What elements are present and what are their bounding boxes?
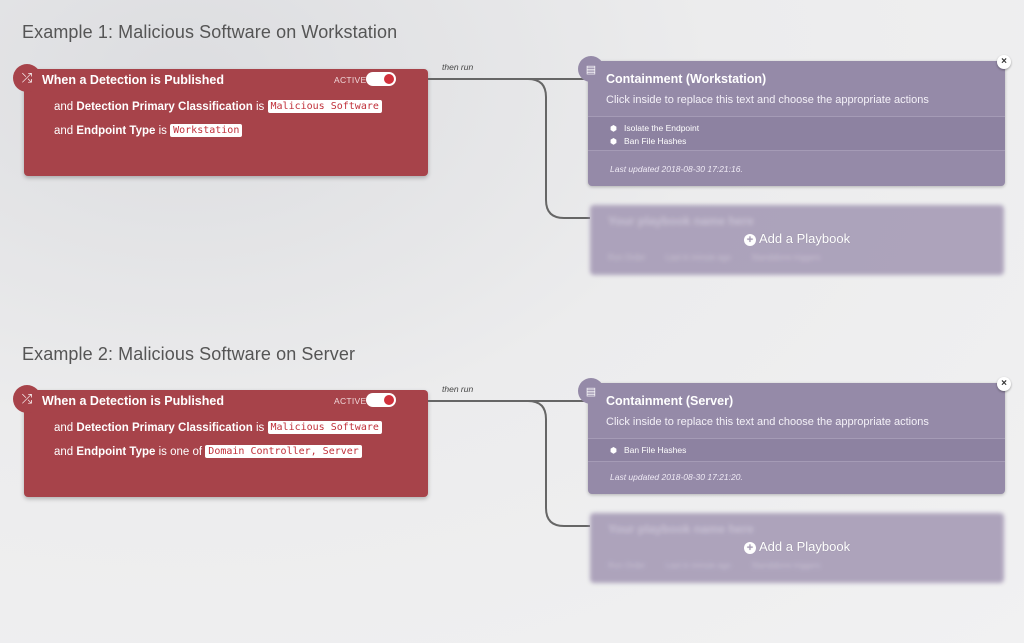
- add-playbook-label: Add a Playbook: [759, 231, 851, 246]
- action-item: ⬢Ban File Hashes: [610, 445, 687, 455]
- condition-operator: is: [256, 101, 265, 113]
- close-icon[interactable]: ×: [997, 55, 1011, 69]
- condition-prefix: and: [54, 125, 74, 137]
- condition-field: Endpoint Type: [76, 446, 156, 458]
- condition-row[interactable]: and Detection Primary Classification is …: [54, 421, 382, 434]
- condition-field: Endpoint Type: [76, 125, 156, 137]
- active-toggle[interactable]: [366, 393, 396, 407]
- add-playbook-button[interactable]: +Add a Playbook: [744, 539, 850, 554]
- close-icon[interactable]: ×: [997, 377, 1011, 391]
- then-run-label: then run: [442, 62, 474, 72]
- book-icon: ▤: [578, 56, 604, 82]
- shuffle-icon: ⤮: [13, 385, 41, 413]
- condition-row[interactable]: and Endpoint Type is Workstation: [54, 124, 243, 137]
- condition-value[interactable]: Malicious Software: [267, 100, 382, 113]
- cube-icon: ⬢: [610, 446, 617, 455]
- shuffle-icon: ⤮: [13, 64, 41, 92]
- condition-value[interactable]: Domain Controller, Server: [205, 445, 362, 458]
- toggle-knob: [384, 395, 394, 405]
- active-label: ACTIVE: [334, 75, 367, 85]
- playbook-description[interactable]: Click inside to replace this text and ch…: [606, 94, 929, 106]
- plus-icon: +: [744, 542, 756, 554]
- ghost-tags: Run Order Last in minute ago Standalone …: [608, 561, 821, 570]
- book-icon: ▤: [578, 378, 604, 404]
- example-1-title: Example 1: Malicious Software on Worksta…: [22, 22, 398, 42]
- condition-operator: is: [158, 125, 167, 137]
- add-playbook-label: Add a Playbook: [759, 539, 851, 554]
- last-updated: Last updated 2018-08-30 17:21:20.: [610, 472, 743, 482]
- condition-value[interactable]: Workstation: [170, 124, 243, 137]
- example-2-title: Example 2: Malicious Software on Server: [22, 344, 356, 364]
- add-playbook-button[interactable]: +Add a Playbook: [744, 231, 850, 246]
- trigger-card-2[interactable]: ⤮ When a Detection is Published ACTIVE a…: [13, 385, 428, 497]
- action-item: ⬢Ban File Hashes: [610, 136, 687, 146]
- condition-operator: is one of: [158, 446, 203, 458]
- condition-prefix: and: [54, 101, 74, 113]
- playbook-actions: ⬢Ban File Hashes: [588, 438, 1005, 462]
- ghost-tags: Run Order Last in minute ago Standalone …: [608, 253, 821, 262]
- condition-prefix: and: [54, 422, 74, 434]
- cube-icon: ⬢: [610, 137, 617, 146]
- condition-operator: is: [256, 422, 265, 434]
- plus-icon: +: [744, 234, 756, 246]
- ghost-playbook-card-1[interactable]: Your playbook name here Run Order Last i…: [590, 205, 1004, 275]
- condition-field: Detection Primary Classification: [76, 422, 253, 434]
- playbook-title: Containment (Server): [606, 394, 734, 408]
- action-item: ⬢Isolate the Endpoint: [610, 123, 700, 133]
- condition-field: Detection Primary Classification: [76, 101, 253, 113]
- active-label: ACTIVE: [334, 396, 367, 406]
- toggle-knob: [384, 74, 394, 84]
- condition-prefix: and: [54, 446, 74, 458]
- active-toggle[interactable]: [366, 72, 396, 86]
- playbook-title: Containment (Workstation): [606, 72, 767, 86]
- trigger-card-1[interactable]: ⤮ When a Detection is Published ACTIVE a…: [13, 64, 428, 176]
- playbook-card-2[interactable]: ▤ Containment (Server) Click inside to r…: [578, 377, 1011, 494]
- ghost-title: Your playbook name here: [608, 522, 754, 536]
- ghost-playbook-card-2[interactable]: Your playbook name here Run Order Last i…: [590, 513, 1004, 583]
- playbook-description[interactable]: Click inside to replace this text and ch…: [606, 416, 929, 428]
- trigger-title: When a Detection is Published: [42, 394, 224, 408]
- trigger-title: When a Detection is Published: [42, 73, 224, 87]
- playbook-actions: ⬢Isolate the Endpoint ⬢Ban File Hashes: [588, 116, 1005, 151]
- condition-row[interactable]: and Endpoint Type is one of Domain Contr…: [54, 445, 362, 458]
- last-updated: Last updated 2018-08-30 17:21:16.: [610, 164, 743, 174]
- cube-icon: ⬢: [610, 124, 617, 133]
- playbook-card-1[interactable]: ▤ Containment (Workstation) Click inside…: [578, 55, 1011, 186]
- condition-value[interactable]: Malicious Software: [267, 421, 382, 434]
- then-run-label: then run: [442, 384, 474, 394]
- condition-row[interactable]: and Detection Primary Classification is …: [54, 100, 382, 113]
- ghost-title: Your playbook name here: [608, 214, 754, 228]
